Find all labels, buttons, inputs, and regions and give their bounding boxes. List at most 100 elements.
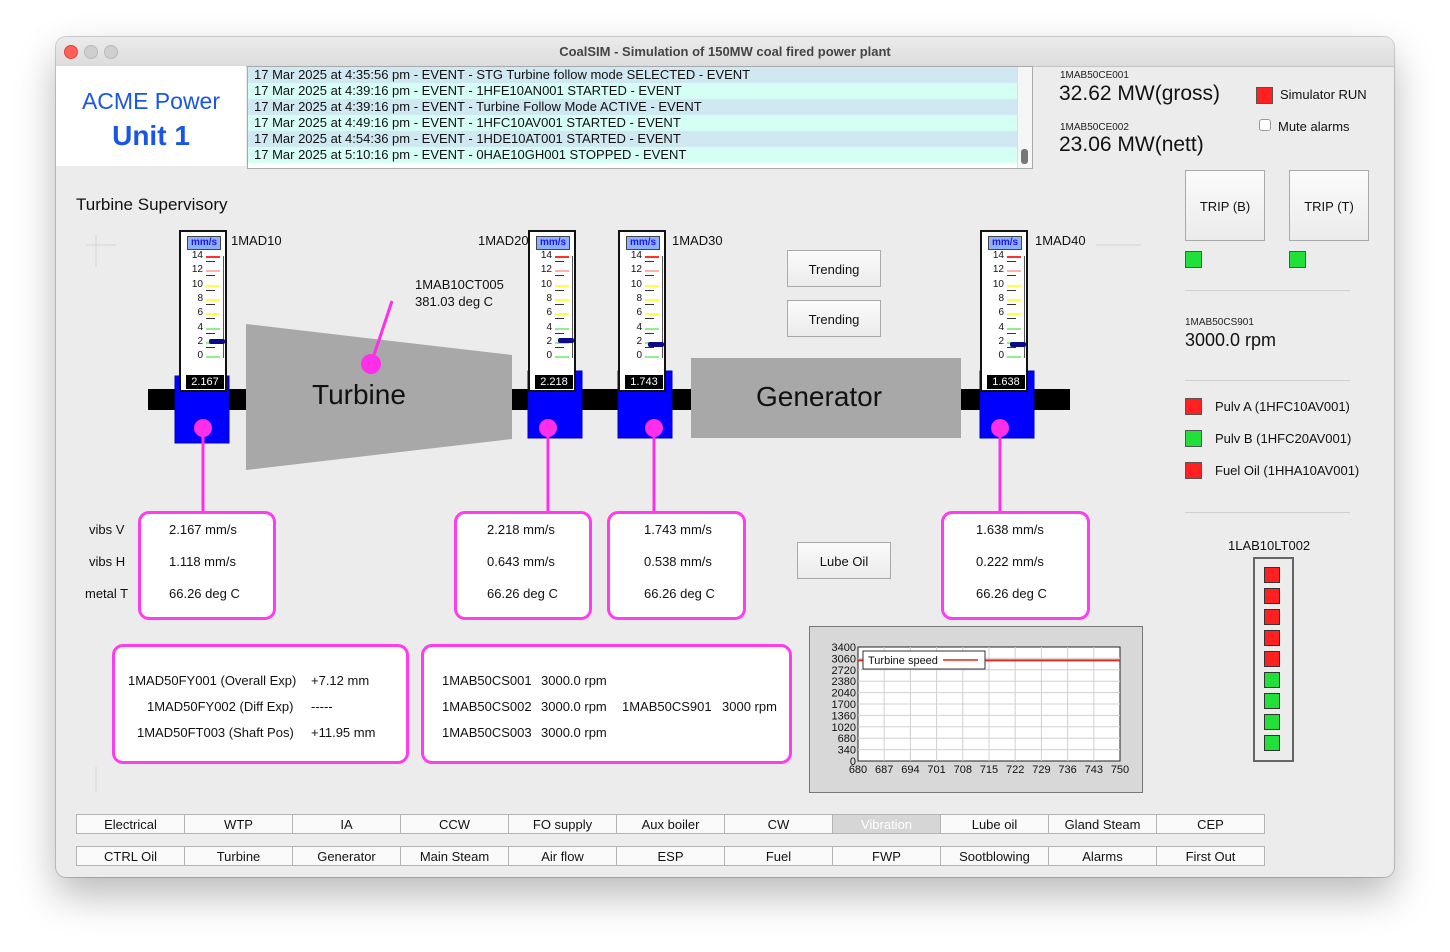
tab-alarms[interactable]: Alarms	[1048, 846, 1157, 866]
gauge-tick-label: 10	[540, 278, 552, 290]
vibs-v-value: 1.638 mm/s	[976, 522, 1044, 537]
gauge-tick	[206, 327, 220, 330]
trending-button-2[interactable]: Trending	[787, 300, 881, 337]
bearing-2-values: 2.218 mm/s 0.643 mm/s 66.26 deg C	[454, 511, 592, 620]
divider	[1185, 290, 1350, 291]
tab-main-steam[interactable]: Main Steam	[400, 846, 509, 866]
gauge-tick-label: 6	[546, 307, 552, 319]
gauge-reading: 1.743	[624, 374, 664, 390]
tab-fwp[interactable]: FWP	[832, 846, 941, 866]
event-row[interactable]: 17 Mar 2025 at 4:54:36 pm - EVENT - 1HDE…	[248, 131, 1032, 147]
shaft-pos-label: 1MAD50FT003 (Shaft Pos)	[137, 725, 294, 740]
gauge-tick	[1007, 256, 1021, 258]
gauge-tick-label: 14	[540, 250, 552, 261]
gauge-tick	[555, 270, 569, 273]
minimize-window-button[interactable]	[84, 45, 98, 59]
tab-electrical[interactable]: Electrical	[76, 814, 185, 834]
close-window-button[interactable]	[64, 45, 78, 59]
gauge-minor-tick	[555, 261, 564, 262]
trending-button-1[interactable]: Trending	[787, 250, 881, 287]
fuel-oil-indicator	[1185, 462, 1202, 479]
turbine-casing	[246, 324, 512, 470]
divider	[1185, 380, 1350, 381]
vibs-h-value: 0.222 mm/s	[976, 554, 1044, 569]
gauge-minor-tick	[206, 318, 215, 320]
gauge-tick	[645, 313, 659, 316]
mute-alarms-checkbox[interactable]	[1259, 119, 1271, 131]
y-tick-label: 680	[838, 733, 856, 745]
tab-fuel[interactable]: Fuel	[724, 846, 833, 866]
tab-esp[interactable]: ESP	[616, 846, 725, 866]
overall-exp-label: 1MAD50FY001 (Overall Exp)	[128, 673, 297, 688]
event-log-scrollbar[interactable]	[1017, 67, 1032, 168]
tab-fo-supply[interactable]: FO supply	[508, 814, 617, 834]
gauge-tick-label: 4	[636, 321, 642, 333]
lube-oil-button[interactable]: Lube Oil	[797, 542, 891, 579]
scrollbar-thumb[interactable]	[1021, 149, 1028, 164]
gauge-tick-label: 0	[197, 350, 203, 362]
gross-power-value: 32.62 MW(gross)	[1059, 82, 1221, 105]
x-tick-label: 736	[1058, 764, 1076, 776]
trip-boiler-button[interactable]: TRIP (B)	[1185, 170, 1265, 241]
tab-lube-oil[interactable]: Lube oil	[940, 814, 1049, 834]
event-row[interactable]: 17 Mar 2025 at 4:39:16 pm - EVENT - 1HFE…	[248, 83, 1032, 99]
gauge-tick-label: 12	[630, 264, 642, 276]
x-tick-label: 680	[849, 764, 867, 776]
trip-turbine-button[interactable]: TRIP (T)	[1289, 170, 1369, 241]
tab-aux-boiler[interactable]: Aux boiler	[616, 814, 725, 834]
tab-ctrl-oil[interactable]: CTRL Oil	[76, 846, 185, 866]
event-row[interactable]: 17 Mar 2025 at 5:10:16 pm - EVENT - 0HAE…	[248, 147, 1032, 163]
tab-vibration[interactable]: Vibration	[832, 814, 941, 834]
mute-alarms-label: Mute alarms	[1278, 119, 1350, 134]
tab-first-out[interactable]: First Out	[1156, 846, 1265, 866]
tab-wtp[interactable]: WTP	[184, 814, 293, 834]
bearing-tag-1: 1MAD10	[231, 233, 282, 248]
tab-turbine[interactable]: Turbine	[184, 846, 293, 866]
y-tick-label: 0	[850, 756, 856, 768]
gauge-minor-tick	[555, 318, 564, 320]
gauge-tick-label: 6	[197, 307, 203, 319]
gauge-tick	[645, 298, 659, 301]
tab-generator[interactable]: Generator	[292, 846, 401, 866]
tab-sootblowing[interactable]: Sootblowing	[940, 846, 1049, 866]
tab-ia[interactable]: IA	[292, 814, 401, 834]
speed-2-label: 1MAB50CS002	[442, 699, 532, 714]
generator-casing	[691, 358, 961, 438]
gauge-tick-label: 10	[630, 278, 642, 290]
gauge-minor-tick	[645, 318, 654, 320]
event-row[interactable]: 17 Mar 2025 at 4:39:16 pm - EVENT - Turb…	[248, 99, 1032, 115]
speed-value: 3000.0 rpm	[1185, 330, 1277, 350]
gauge-tick-label: 14	[191, 250, 203, 261]
app-window: CoalSIM - Simulation of 150MW coal fired…	[56, 37, 1394, 877]
tab-air-flow[interactable]: Air flow	[508, 846, 617, 866]
gauge-tick	[645, 256, 659, 258]
gauge-minor-tick	[645, 289, 654, 291]
tab-cw[interactable]: CW	[724, 814, 833, 834]
event-log[interactable]: 17 Mar 2025 at 4:35:56 pm - EVENT - STG …	[247, 66, 1033, 169]
fuel-oil-label: Fuel Oil (1HHA10AV001)	[1215, 463, 1360, 478]
gauge-reading: 2.167	[185, 374, 225, 390]
bearing-1-values: 2.167 mm/s 1.118 mm/s 66.26 deg C	[138, 511, 276, 620]
event-row[interactable]: 17 Mar 2025 at 4:35:56 pm - EVENT - STG …	[248, 67, 1032, 83]
divider	[1185, 512, 1350, 513]
y-tick-label: 340	[838, 745, 856, 757]
event-row[interactable]: 17 Mar 2025 at 4:49:16 pm - EVENT - 1HFC…	[248, 115, 1032, 131]
zoom-window-button[interactable]	[104, 45, 118, 59]
tab-gland-steam[interactable]: Gland Steam	[1048, 814, 1157, 834]
metal-t-value: 66.26 deg C	[169, 586, 240, 601]
pulv-b-label: Pulv B (1HFC20AV001)	[1215, 431, 1352, 446]
gauge-reading: 1.638	[986, 374, 1026, 390]
tab-ccw[interactable]: CCW	[400, 814, 509, 834]
gauge-axis	[1024, 256, 1025, 358]
vibs-v-value: 1.743 mm/s	[644, 522, 712, 537]
gauge-unit: mm/s	[536, 236, 570, 250]
gauge-tick-label: 2	[636, 335, 642, 347]
level-tag: 1LAB10LT002	[1228, 538, 1311, 553]
x-tick-label: 729	[1032, 764, 1050, 776]
tab-cep[interactable]: CEP	[1156, 814, 1265, 834]
level-indicator	[1253, 557, 1294, 762]
level-cell	[1264, 693, 1280, 709]
level-cell	[1264, 714, 1280, 730]
gauge-reading: 2.218	[534, 374, 574, 390]
